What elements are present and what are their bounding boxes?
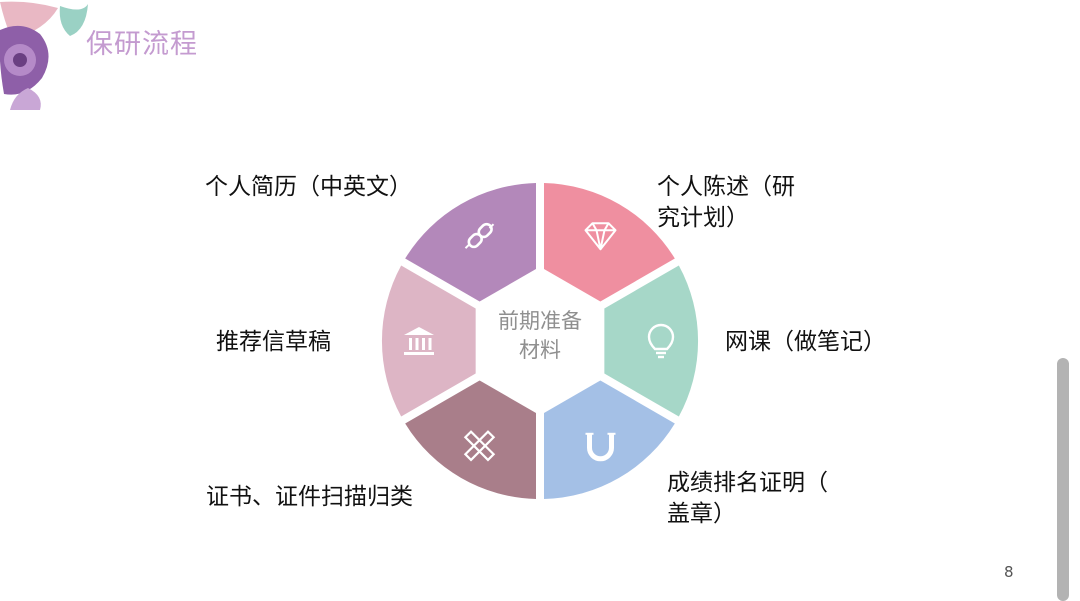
segment-online-course — [604, 265, 699, 417]
segment-resume — [405, 183, 536, 302]
page-number: 8 — [1004, 563, 1014, 581]
lightbulb-icon — [647, 323, 675, 359]
segment-personal-statement — [544, 183, 675, 302]
center-label-line-1: 前期准备 — [498, 309, 582, 333]
leaf-teal — [59, 4, 88, 36]
page-title: 保研流程 — [86, 29, 198, 60]
label-recommendation: 推荐信草稿 — [216, 329, 331, 355]
magnet-icon — [585, 432, 616, 462]
center-hexagon — [479, 271, 601, 411]
scrollbar[interactable] — [1057, 358, 1069, 601]
label-online-course: 网课（做笔记） — [725, 329, 886, 355]
label-personal-statement: 个人陈述（研 究计划） — [657, 174, 795, 231]
label-resume: 个人简历（中英文） — [205, 174, 412, 200]
label-certificates: 证书、证件扫描归类 — [206, 484, 413, 510]
floral-decoration — [0, 1, 88, 110]
segment-certificates — [405, 380, 536, 499]
label-grade-rank: 成绩排名证明（ 盖章） — [667, 470, 828, 527]
center-label-line-2: 材料 — [519, 338, 561, 362]
bank-icon — [404, 327, 434, 355]
diamond-icon — [584, 222, 617, 251]
link-icon — [464, 222, 495, 249]
center-label: 前期准备 材料 — [470, 307, 610, 365]
pencil-ruler-icon — [463, 430, 496, 462]
